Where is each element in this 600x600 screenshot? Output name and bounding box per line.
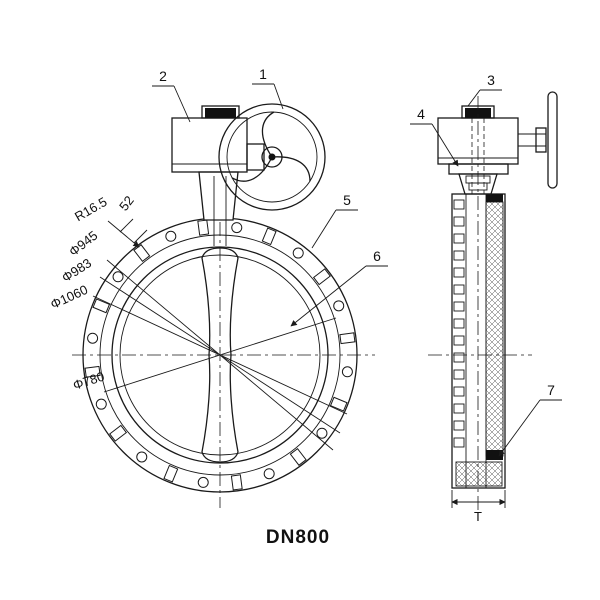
handwheel-spokes: [231, 111, 311, 182]
side-handwheel-rim: [547, 91, 558, 189]
liner-section: [455, 194, 504, 487]
bolt-ring: [84, 219, 356, 491]
callout-4: 4: [410, 106, 459, 167]
dim-1060-label: Φ1060: [48, 282, 90, 312]
flange-hole-section: [453, 233, 465, 244]
handwheel: [218, 103, 326, 211]
callout-5-label: 5: [343, 192, 351, 208]
side-centerlines: [428, 96, 532, 512]
side-handwheel-hub: [535, 127, 547, 153]
flange-hole-section: [453, 437, 465, 448]
bolt-hole: [165, 230, 177, 242]
callout-6-label: 6: [373, 248, 381, 264]
dim-thickness: T: [451, 490, 506, 524]
valve-disc: [201, 247, 239, 463]
callout-4-label: 4: [417, 106, 425, 122]
side-neck: [448, 163, 509, 195]
drawing-title: DN800: [266, 527, 330, 548]
flange-hole-section: [453, 318, 465, 329]
side-view: T 3 4 7: [410, 72, 562, 524]
callout-7-label: 7: [547, 382, 555, 398]
callout-3: 3: [467, 72, 502, 107]
front-centerlines: [72, 222, 375, 508]
bolt-slot: [329, 396, 348, 412]
seat-ring-bottom: [486, 450, 503, 460]
bolt-slot: [230, 474, 243, 491]
flange-hole-section: [453, 216, 465, 227]
flange-hole-section: [453, 369, 465, 380]
valve-neck: [198, 171, 239, 221]
flange-hole-section: [453, 301, 465, 312]
callout-6: 6: [290, 248, 388, 327]
dim-thickness-label: T: [474, 509, 482, 524]
side-handwheel: [518, 91, 558, 189]
flange-hole-section: [453, 403, 465, 414]
callout-2: 2: [152, 68, 191, 123]
bolt-slot: [109, 424, 128, 442]
bolt-slot: [261, 227, 277, 246]
bolt-hole: [292, 247, 304, 259]
flange-hole-section: [453, 386, 465, 397]
dim-780-label: Φ780: [71, 369, 106, 393]
bolt-slot: [312, 268, 331, 286]
callout-7: 7: [498, 382, 562, 457]
bolt-ladder: [453, 199, 465, 448]
bolt-hole: [263, 468, 275, 480]
handwheel-hub: [261, 146, 283, 168]
bolt-hole: [316, 427, 328, 439]
bolt-slot: [163, 464, 179, 483]
dim-983-label: Φ983: [59, 255, 94, 285]
flange-hole-section: [453, 335, 465, 346]
dim-radius-label: R16.5: [72, 194, 110, 224]
bolt-slot: [84, 365, 101, 378]
callout-1: 1: [252, 66, 284, 110]
dim-945-label: Φ945: [66, 228, 101, 260]
bolt-hole: [112, 271, 124, 283]
bolt-hole: [136, 451, 148, 463]
flange-hole-section: [453, 250, 465, 261]
worm-housing: [246, 143, 265, 171]
bolt-hole: [341, 366, 353, 378]
flange-hole-section: [453, 199, 465, 210]
callout-1-label: 1: [259, 66, 267, 82]
flange-hole-section: [453, 420, 465, 431]
front-view: 52 R16.5 Φ945 Φ983 Φ1060 Φ780 1 2 5: [48, 66, 388, 508]
bolt-hole: [87, 332, 99, 344]
flange-hole-section: [453, 267, 465, 278]
bolt-hole: [231, 222, 243, 234]
flange-hole-section: [453, 284, 465, 295]
bolt-slot: [197, 219, 210, 236]
bolt-hole: [333, 300, 345, 312]
flange-hole-section: [453, 352, 465, 363]
callout-5: 5: [311, 192, 358, 249]
bolt-slot: [92, 298, 111, 314]
seat-ring-top: [486, 194, 503, 202]
callout-3-label: 3: [487, 72, 495, 88]
bolt-slot: [289, 447, 307, 466]
callout-2-label: 2: [159, 68, 167, 84]
bolt-slot: [133, 244, 151, 263]
dim-slot-width-label: 52: [116, 193, 137, 214]
bolt-slot: [339, 332, 356, 345]
bolt-hole: [197, 476, 209, 488]
gearbox: [171, 105, 265, 173]
bolt-hole: [95, 398, 107, 410]
bottom-cover-section: [455, 461, 503, 487]
